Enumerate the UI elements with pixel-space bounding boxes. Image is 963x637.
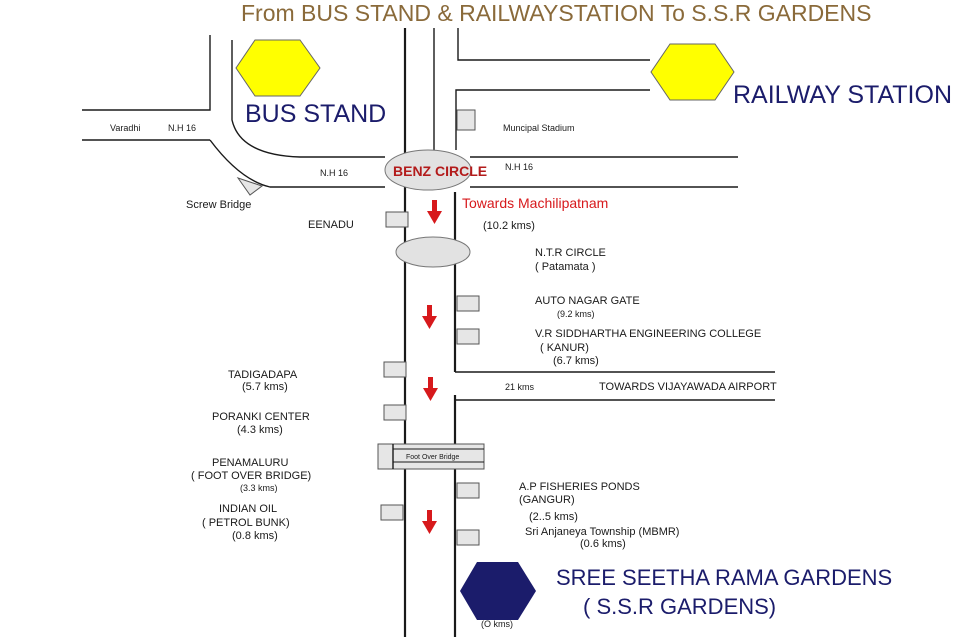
nh16-label-east: N.H 16 (505, 162, 533, 172)
fisheries-marker (456, 482, 480, 499)
poranki-marker (383, 404, 407, 421)
destination-short-name: ( S.S.R GARDENS) (583, 594, 776, 619)
arrow-down-icon-2 (422, 305, 437, 329)
foot-over-bridge-label: Foot Over Bridge (406, 454, 459, 461)
poranki-label: PORANKI CENTER (212, 411, 310, 423)
machilipatnam-distance: (10.2 kms) (483, 220, 535, 232)
vr-siddhartha-label: V.R SIDDHARTHA ENGINEERING COLLEGE (535, 328, 761, 340)
anjaneya-label: Sri Anjaneya Township (MBMR) (525, 526, 679, 538)
fisheries-label: A.P FISHERIES PONDS (519, 481, 640, 493)
vr-siddhartha-sublabel: ( KANUR) (540, 342, 589, 354)
tadigadapa-marker (383, 361, 407, 378)
ntr-circle-icon (395, 236, 471, 268)
varadhi-label: Varadhi (110, 123, 140, 133)
benz-circle-label: BENZ CIRCLE (393, 163, 487, 179)
fisheries-distance: (2..5 kms) (529, 511, 578, 523)
auto-nagar-label: AUTO NAGAR GATE (535, 295, 640, 307)
road-busstand-west (82, 35, 211, 111)
muncipal-stadium-label: Muncipal Stadium (503, 123, 575, 133)
anjaneya-marker (456, 529, 480, 546)
benz-circle-icon (384, 149, 472, 191)
indian-oil-sublabel: ( PETROL BUNK) (202, 517, 290, 529)
direction-arrows (422, 200, 442, 534)
road-railway-lower (455, 89, 650, 150)
arrow-down-icon-4 (422, 510, 437, 534)
nh16-label-center: N.H 16 (320, 168, 348, 178)
airport-distance: 21 kms (505, 382, 535, 392)
ntr-circle-sublabel: ( Patamata ) (535, 261, 596, 273)
road-nh16-lower (209, 139, 385, 188)
arrow-down-icon-3 (423, 377, 438, 401)
towards-airport-label: TOWARDS VIJAYAWADA AIRPORT (599, 381, 777, 393)
eenadu-marker (385, 211, 409, 228)
bus-stand-label: BUS STAND (245, 100, 386, 128)
screw-bridge-label: Screw Bridge (186, 199, 251, 211)
road-railway-upper (457, 28, 650, 61)
screw-bridge-marker (236, 177, 264, 196)
tadigadapa-label: TADIGADAPA (228, 369, 298, 381)
auto-nagar-distance: (9.2 kms) (557, 309, 595, 319)
destination-name: SREE SEETHA RAMA GARDENS (556, 565, 892, 590)
map-title: From BUS STAND & RAILWAYSTATION To S.S.R… (241, 0, 871, 26)
towards-machilipatnam-label: Towards Machilipatnam (462, 195, 608, 211)
penamaluru-label: PENAMALURU (212, 457, 288, 469)
poranki-distance: (4.3 kms) (237, 424, 283, 436)
foot-over-bridge (377, 443, 485, 470)
railway-station-icon (650, 43, 735, 101)
indian-oil-distance: (0.8 kms) (232, 530, 278, 542)
bus-stand-icon (235, 39, 321, 97)
railway-station-label: RAILWAY STATION (733, 81, 952, 109)
nh16-label-west: N.H 16 (168, 123, 196, 133)
anjaneya-distance: (0.6 kms) (580, 538, 626, 550)
penamaluru-distance: (3.3 kms) (240, 483, 278, 493)
ntr-circle-label: N.T.R CIRCLE (535, 247, 606, 259)
indian-oil-label: INDIAN OIL (219, 503, 277, 515)
destination-icon (460, 562, 536, 620)
indian-oil-marker (380, 504, 404, 521)
muncipal-stadium-marker (456, 109, 476, 131)
fisheries-sublabel: (GANGUR) (519, 494, 575, 506)
auto-nagar-marker (456, 295, 480, 312)
vr-siddhartha-marker (456, 328, 480, 345)
arrow-down-icon-1 (427, 200, 442, 224)
roads (82, 28, 775, 637)
tadigadapa-distance: (5.7 kms) (242, 381, 288, 393)
road-busstand-curve (231, 40, 385, 158)
penamaluru-sublabel: ( FOOT OVER BRIDGE) (191, 470, 311, 482)
eenadu-label: EENADU (308, 219, 354, 231)
destination-distance: (O kms) (481, 619, 513, 629)
vr-siddhartha-distance: (6.7 kms) (553, 355, 599, 367)
